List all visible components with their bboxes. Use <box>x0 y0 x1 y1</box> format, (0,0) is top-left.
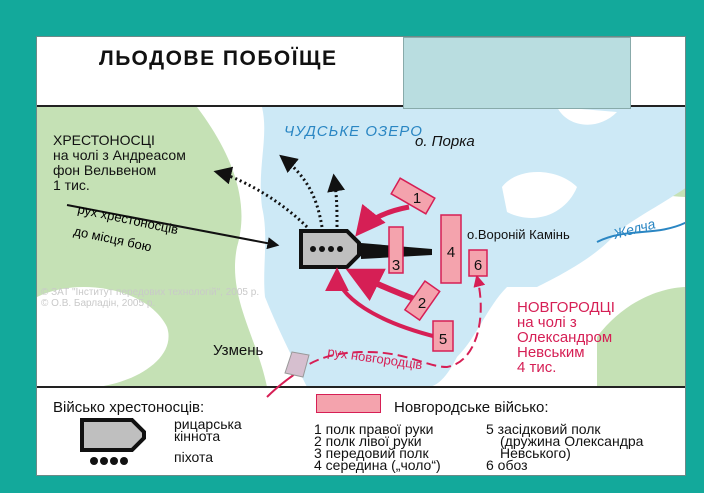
legend-crusaders-title: Військо хрестоносців: <box>53 399 205 416</box>
legend-cavalry-line-2: кіннота <box>174 428 221 444</box>
crusaders-line-4: 1 тис. <box>53 177 90 193</box>
novgorod-arrows <box>266 203 486 398</box>
legend-item-5-detail-1: (дружина Олександра <box>500 433 644 449</box>
crusader-infantry-dots <box>310 246 343 252</box>
unit-3-label: 3 <box>392 257 400 274</box>
legend-infantry-label: піхота <box>174 449 214 465</box>
watermark-line-1: © ЗАТ "Інститут передових технологій", 2… <box>41 287 260 298</box>
legend-item-3: 3 передовий полк <box>314 445 429 461</box>
porka-island-label: о. Порка <box>415 133 475 150</box>
legend-infantry-icon <box>90 457 128 465</box>
uzmen-label: Узмень <box>213 342 264 359</box>
crusaders-label: ХРЕСТОНОСЦІ на чолі з Андреасом фон Вель… <box>53 133 186 193</box>
watermark: © ЗАТ "Інститут передових технологій", 2… <box>41 287 259 309</box>
unit-4-label: 4 <box>447 244 455 261</box>
uzmen-marker <box>284 351 310 378</box>
zhelcha-river <box>596 221 685 243</box>
legend-cavalry-line-1: рицарська <box>174 416 242 432</box>
crusaders-line-3: фон Вельвеном <box>53 162 157 178</box>
novgorod-line-5: 4 тис. <box>517 359 557 376</box>
novgorod-line-3: Олександром <box>517 329 613 346</box>
novgorod-line-1: НОВГОРОДЦІ <box>517 299 615 316</box>
watermark-line-2: © О.В. Барладін, 2005 р. <box>41 298 156 309</box>
legend-item-5-detail-2: Невського) <box>500 445 571 461</box>
lake-peipus <box>260 107 685 387</box>
legend-item-5: 5 засідковий полк <box>486 421 601 437</box>
unit-6-label: 6 <box>474 257 482 274</box>
legend-item-1: 1 полк правої руки <box>314 421 434 437</box>
novgorod-line-2: на чолі з <box>517 314 577 331</box>
legend-novgorod-title: Новгородське військо: <box>394 399 549 416</box>
legend-item-2: 2 полк лівої руки <box>314 433 422 449</box>
legend-item-6: 6 обоз <box>486 457 528 473</box>
legend-novgorod-swatch <box>316 394 381 413</box>
unit-5-label: 5 <box>439 331 447 348</box>
unit-1-label: 1 <box>413 190 421 207</box>
unit-2-label: 2 <box>418 295 426 312</box>
legend-cavalry-icon <box>80 418 146 465</box>
novgorod-label: НОВГОРОДЦІ на чолі з Олександром Невськи… <box>517 300 615 375</box>
crusaders-line-1: ХРЕСТОНОСЦІ <box>53 132 155 148</box>
legend-units-col1: 1 полк правої руки 2 полк лівої руки 3 п… <box>314 421 441 473</box>
crusader-retreat-arrows <box>213 154 346 229</box>
crusader-route-arrow <box>66 204 280 250</box>
battle-map: 1 2 3 4 5 6 рух хрестоносців до місця бо… <box>36 36 686 476</box>
islands <box>502 107 617 218</box>
map-title: ЛЬОДОВЕ ПОБОЇЩЕ <box>99 47 338 70</box>
legend-units-col2: 5 засідковий полк (дружина Олександра Не… <box>486 421 644 473</box>
novgorod-line-4: Невським <box>517 344 585 361</box>
legend-item-4: 4 середина („чоло“) <box>314 457 441 473</box>
cover-box <box>403 37 631 109</box>
lake-label: ЧУДСЬКЕ ОЗЕРО <box>284 123 423 140</box>
novgorod-units <box>388 177 488 352</box>
crusaders-line-2: на чолі з Андреасом <box>53 147 186 163</box>
voroniy-kamin-label: о.Вороній Камінь <box>467 227 570 242</box>
